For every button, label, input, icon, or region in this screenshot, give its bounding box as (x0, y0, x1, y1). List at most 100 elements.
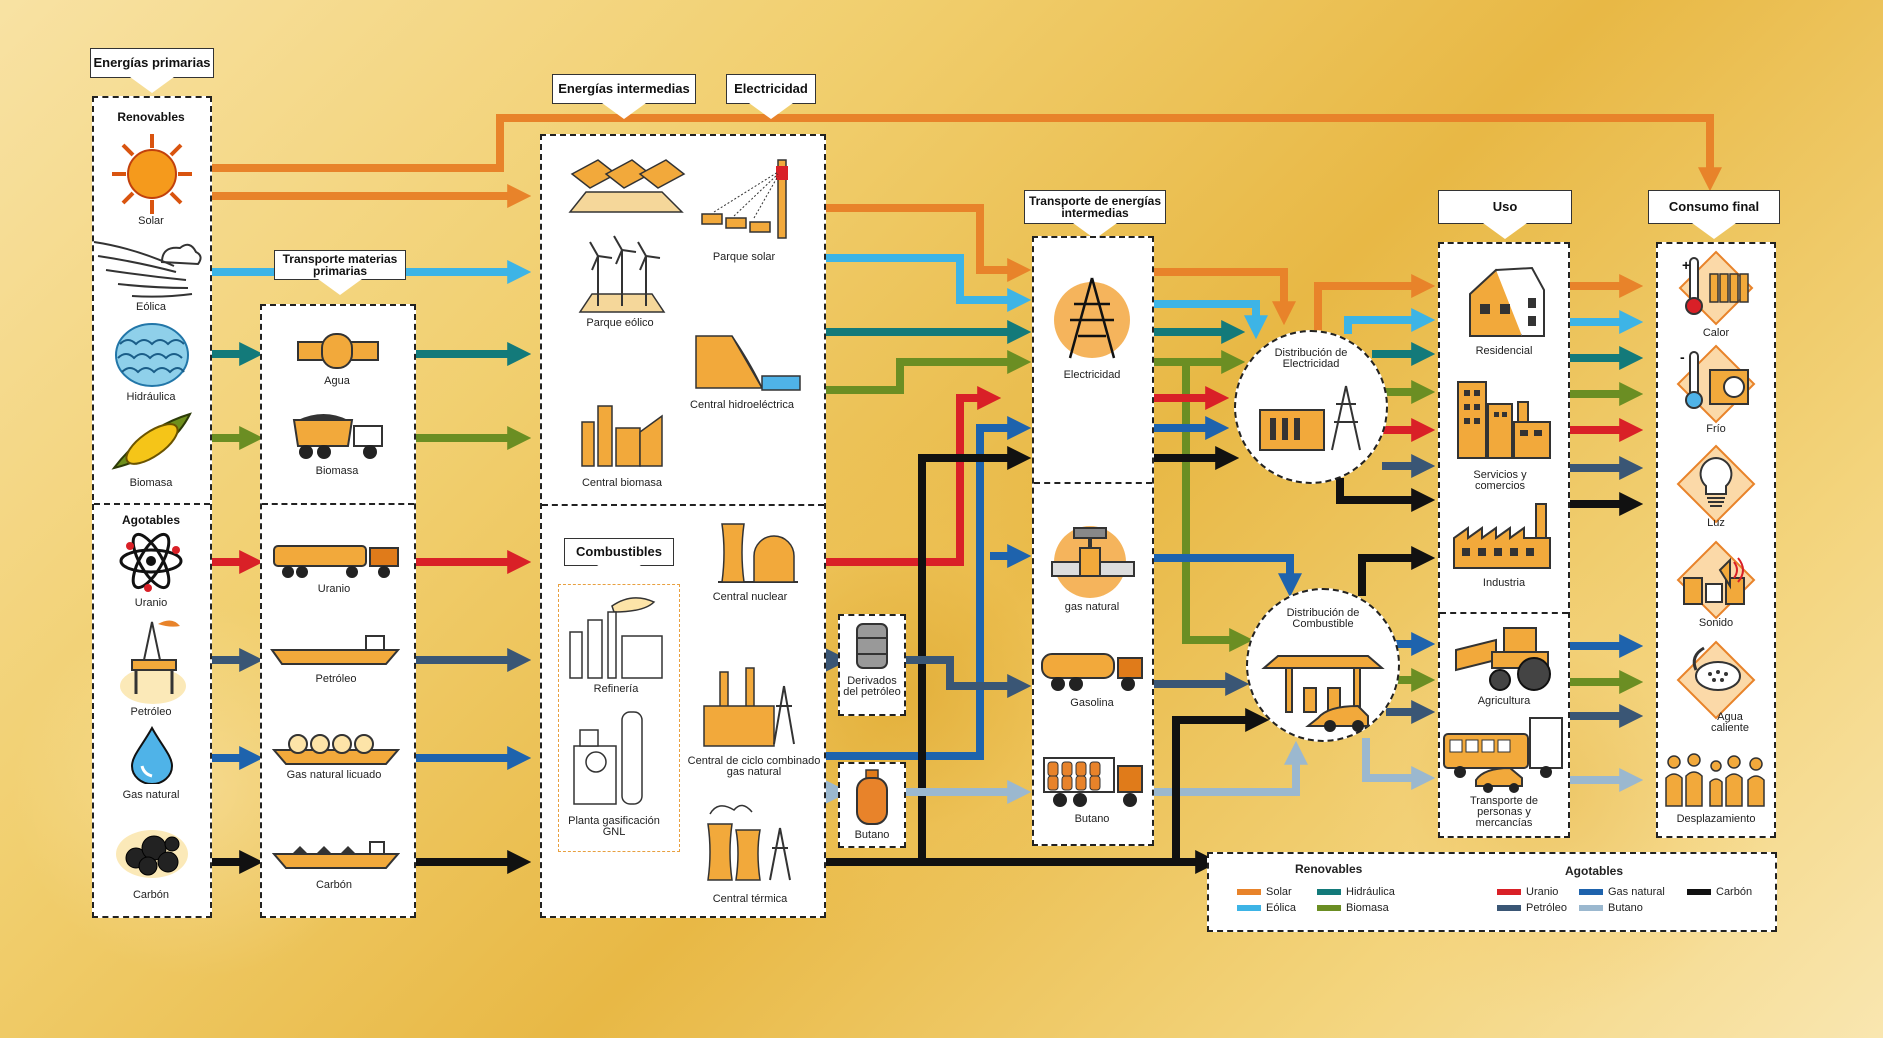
legend-label: Gas natural (1608, 886, 1665, 898)
transport-label-carbon: Carbón (315, 879, 353, 891)
legend-label: Butano (1608, 902, 1643, 914)
legend-item-uranio: Uranio (1497, 886, 1558, 898)
valve-icon (1051, 526, 1135, 598)
gas-drop-icon (130, 726, 174, 784)
label-gasolina: Gasolina (1070, 697, 1114, 709)
label-central-biomasa: Central biomasa (581, 477, 663, 489)
flow-arrow-solar (826, 204, 1032, 282)
tanker-truck-icon (273, 545, 399, 578)
lng-ship-icon (272, 734, 400, 765)
legend-swatch (1317, 905, 1341, 911)
atom-icon (119, 532, 183, 592)
thermometer-cold-icon: - (1676, 344, 1756, 424)
primary-label-carbon: Carbón (132, 889, 170, 901)
label-gas-natural: gas natural (1064, 601, 1120, 613)
label-electricidad: Electricidad (1063, 369, 1121, 381)
label-distribucion-electricidad: Distribución de Electricidad (1274, 347, 1348, 370)
legend-item-gas: Gas natural (1579, 886, 1665, 898)
flow-arrow-uranio (826, 386, 1002, 566)
sun-icon (112, 134, 192, 214)
legend: Renovables Agotables Solar Hidráulica Eó… (1207, 852, 1777, 932)
corn-icon (111, 412, 192, 470)
legend-item-butano: Butano (1579, 902, 1643, 914)
flow-arrow-biomasa (826, 350, 1032, 394)
water-icon (115, 323, 189, 387)
label-distribucion-combustible: Distribución de Combustible (1286, 607, 1360, 630)
flow-arrow-eolica (1344, 308, 1436, 334)
flow-arrow-gas (1154, 554, 1302, 598)
legend-swatch (1237, 905, 1261, 911)
flow-arrow-eolica (1154, 300, 1268, 340)
butane-truck-icon (1043, 757, 1143, 807)
flow-arrow-carbon (1154, 708, 1270, 866)
legend-swatch (1687, 889, 1711, 895)
transport-label-gnl: Gas natural licuado (286, 769, 382, 781)
barrel-icon (856, 623, 888, 669)
butane-bottle-icon (856, 769, 888, 825)
label-desplazamiento: Desplazamiento (1676, 813, 1756, 825)
label-central-termica: Central térmica (712, 893, 788, 905)
label-refineria: Refinería (593, 683, 639, 695)
transport-label-petroleo: Petróleo (315, 673, 357, 685)
factory-icon (1453, 503, 1551, 569)
solar-tower-icon (701, 159, 788, 239)
legend-item-petroleo: Petróleo (1497, 902, 1567, 914)
fuel-truck-icon (1041, 653, 1143, 691)
legend-swatch (1579, 905, 1603, 911)
bus-icon (1443, 717, 1563, 793)
combustibles-box (558, 584, 680, 852)
legend-item-solar: Solar (1237, 886, 1292, 898)
legend-label: Petróleo (1526, 902, 1567, 914)
primary-label-hidraulica: Hidráulica (126, 391, 176, 403)
distribution-electricity (1234, 330, 1388, 484)
legend-title-renovables: Renovables (1295, 862, 1363, 876)
transport-label-uranio: Uranio (317, 583, 351, 595)
coal-icon (116, 830, 188, 878)
oil-ship-icon (270, 635, 400, 665)
bulb-icon (1676, 444, 1756, 524)
header-consumo-final: Consumo final (1648, 190, 1780, 239)
flow-arrow-solar (1154, 268, 1296, 326)
legend-label: Hidráulica (1346, 886, 1395, 898)
header-primary-energies: Energías primarias (90, 48, 214, 93)
label-luz: Luz (1707, 517, 1725, 529)
shower-icon (1676, 640, 1756, 720)
label-frio: Frío (1706, 423, 1726, 435)
flow-arrow-eolica (826, 254, 1032, 312)
wind-park-icon (578, 235, 666, 313)
label-central-nuclear: Central nuclear (712, 591, 788, 603)
label-planta-gnl: Planta gasificación GNL (568, 815, 660, 838)
pylon-icon (1054, 277, 1130, 359)
combined-cycle-icon (703, 667, 795, 747)
primary-label-petroleo: Petróleo (130, 706, 172, 718)
flow-arrow-carbon (1358, 546, 1436, 596)
substation-icon (1259, 385, 1361, 451)
legend-swatch (1317, 889, 1341, 895)
legend-item-carbon: Carbón (1687, 886, 1752, 898)
flow-arrow-butano (1362, 738, 1436, 790)
header-transport-primary: Transporte materias primarias (274, 250, 406, 295)
legend-label: Eólica (1266, 902, 1296, 914)
legend-label: Biomasa (1346, 902, 1389, 914)
tractor-icon (1455, 627, 1551, 691)
header-uso: Uso (1438, 190, 1572, 239)
dam-icon (695, 335, 801, 391)
legend-title-agotables: Agotables (1565, 864, 1624, 878)
legend-label: Carbón (1716, 886, 1753, 898)
flow-arrow-gas (826, 416, 1032, 760)
pipe-icon (297, 333, 379, 369)
speaker-icon (1676, 540, 1756, 620)
people-icon (1665, 753, 1765, 807)
primary-label-gas-natural: Gas natural (122, 789, 180, 801)
label-transporte-personas: Transporte de personas y mercancías (1469, 795, 1539, 829)
legend-label: Uranio (1526, 886, 1559, 898)
flow-arrow-carbon (1336, 478, 1436, 512)
transport-label-biomasa: Biomasa (315, 465, 359, 477)
thermal-plant-icon (707, 804, 791, 881)
svg-text:-: - (1680, 349, 1685, 365)
section-renovables: Renovables (117, 110, 185, 124)
biomass-plant-icon (581, 405, 663, 467)
legend-item-eolica: Eólica (1237, 902, 1296, 914)
